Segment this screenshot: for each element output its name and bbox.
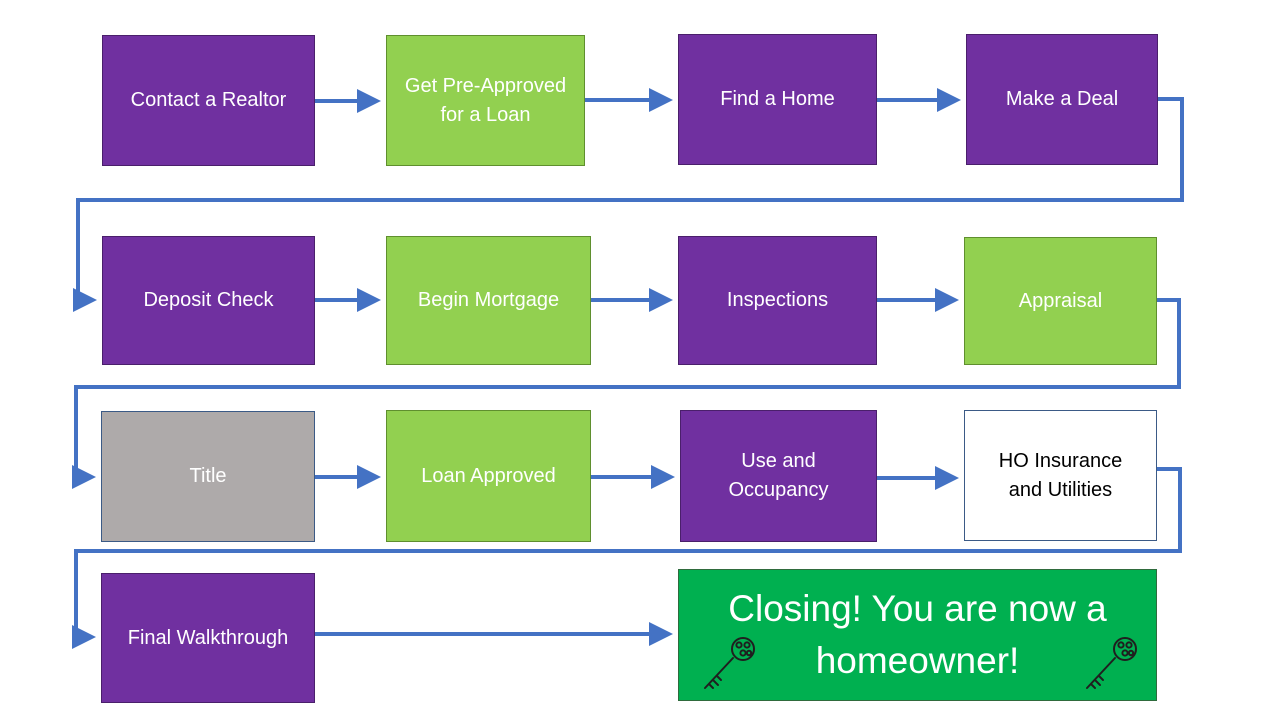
step-use-occupancy: Use and Occupancy <box>680 410 877 542</box>
step-deposit-check: Deposit Check <box>102 236 315 365</box>
step-begin-mortgage: Begin Mortgage <box>386 236 591 365</box>
step-make-deal: Make a Deal <box>966 34 1158 165</box>
step-contact-realtor-label: Contact a Realtor <box>130 89 287 111</box>
step-closing: Closing! You are now a homeowner! <box>678 569 1157 701</box>
step-inspections-label: Inspections <box>726 289 829 311</box>
step-make-deal-label: Make a Deal <box>1005 88 1119 110</box>
step-final-walkthrough: Final Walkthrough <box>101 573 315 703</box>
key-icon <box>704 637 755 689</box>
step-appraisal: Appraisal <box>964 237 1157 365</box>
step-title: Title <box>101 411 315 542</box>
step-closing-label: Closing! You are now a homeowner! <box>728 588 1107 681</box>
step-final-walkthrough-label: Final Walkthrough <box>127 626 289 649</box>
step-use-occupancy-label: Use and Occupancy <box>728 450 829 501</box>
step-appraisal-label: Appraisal <box>1018 289 1103 312</box>
step-loan-approved: Loan Approved <box>386 410 591 542</box>
step-contact-realtor: Contact a Realtor <box>102 35 315 166</box>
step-pre-approved: Get Pre-Approved for a Loan <box>386 35 585 166</box>
step-begin-mortgage-label: Begin Mortgage <box>417 289 560 311</box>
step-pre-approved-label: Get Pre-Approved for a Loan <box>404 74 567 126</box>
step-inspections: Inspections <box>678 236 877 365</box>
step-find-home: Find a Home <box>678 34 877 165</box>
key-icon <box>1086 637 1137 689</box>
step-title-label: Title <box>189 465 227 487</box>
step-ho-insurance: HO Insurance and Utilities <box>964 410 1157 541</box>
step-deposit-check-label: Deposit Check <box>143 289 274 311</box>
step-ho-insurance-label: HO Insurance and Utilities <box>998 449 1123 501</box>
step-loan-approved-label: Loan Approved <box>421 464 556 487</box>
step-find-home-label: Find a Home <box>720 88 835 110</box>
